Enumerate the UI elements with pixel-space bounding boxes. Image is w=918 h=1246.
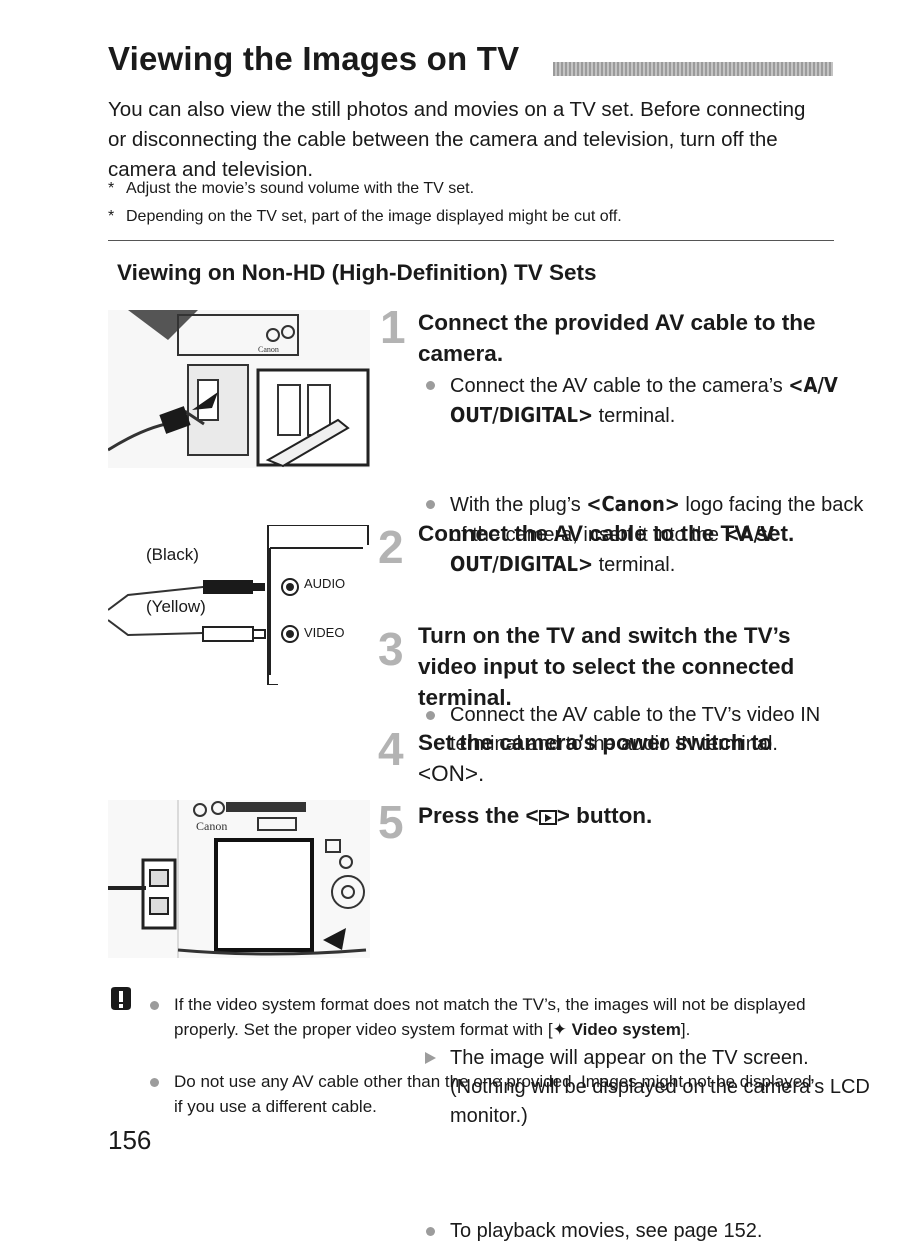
note-text: Depending on the TV set, part of the ima… xyxy=(126,208,622,225)
bullet-text: The image will appear on the TV screen. … xyxy=(450,1047,870,1127)
caution-text: If the video system format does not matc… xyxy=(174,995,806,1039)
page-title: Viewing the Images on TV xyxy=(108,40,520,77)
note-item: * Depending on the TV set, part of the im… xyxy=(108,208,622,226)
step-number: 1 xyxy=(380,301,406,353)
step-number: 2 xyxy=(378,521,404,573)
step-title-line: <ON>. xyxy=(418,761,485,786)
title-decoration-bar xyxy=(553,62,833,76)
av-cable-diagram: (Black) (Yellow) AUDIO VIDEO xyxy=(107,524,370,686)
note-item: * Adjust the movie’s sound volume with th… xyxy=(108,180,474,198)
camera-terminal-illustration: Canon xyxy=(107,310,370,468)
step-title: Connect the provided AV cable to the cam… xyxy=(418,310,816,366)
bullet-text: To playback movies, see page 152. xyxy=(450,1220,763,1242)
caution-text: Do not use any AV cable other than the o… xyxy=(174,1072,812,1116)
bullet-text: terminal. xyxy=(593,405,676,427)
note-marker: * xyxy=(108,208,115,225)
step-title: Press the < > button. xyxy=(418,800,652,831)
camera-brand-mark: Canon xyxy=(196,819,227,833)
step-bullet: Connect the AV cable to the camera’s <A/… xyxy=(418,371,870,431)
step-title: Connect the AV cable to the TV set. xyxy=(418,521,795,546)
step-number: 5 xyxy=(378,796,404,848)
step-title: Turn on the TV and switch the TV’s video… xyxy=(418,623,795,710)
note-marker: * xyxy=(108,180,115,197)
bullet-marker xyxy=(426,1227,435,1236)
step-title-text: > button. xyxy=(556,803,653,828)
arrow-marker-icon xyxy=(425,1052,436,1064)
bullet-text: Connect the AV cable to the camera’s xyxy=(450,375,789,397)
bullet-text: logo facing the back of the camera, inse… xyxy=(450,494,864,546)
divider xyxy=(108,240,834,241)
bullet-marker xyxy=(426,500,435,509)
terminal-name: <A/V OUT/DIGITAL> xyxy=(450,373,838,427)
step-number: 3 xyxy=(378,623,404,675)
step-bullet: The image will appear on the TV screen. … xyxy=(418,1044,870,1131)
bullet-text: terminal. xyxy=(593,554,676,576)
step-title-line: Set the camera’s power switch to xyxy=(418,730,773,755)
camera-back-illustration: Canon xyxy=(108,800,370,958)
caution-item: Do not use any AV cable other than the o… xyxy=(146,1069,814,1119)
yellow-cable-label: (Yellow) xyxy=(146,597,206,616)
menu-item-name: Video system xyxy=(571,1020,681,1039)
bullet-marker xyxy=(150,1001,159,1010)
bullet-text: Connect the AV cable to the TV’s video I… xyxy=(450,704,821,755)
audio-terminal-label: AUDIO xyxy=(304,576,346,591)
terminal-name: <A/V OUT/DIGITAL> xyxy=(450,522,775,576)
video-terminal-label: VIDEO xyxy=(304,625,345,640)
caution-icon xyxy=(108,986,134,1012)
playback-button-icon xyxy=(538,810,557,825)
step-title: Set the camera’s power switch to <ON>. xyxy=(418,727,838,789)
setup-menu-icon: ✦ xyxy=(552,1020,567,1039)
bullet-marker xyxy=(150,1078,159,1087)
section-heading: Viewing on Non-HD (High-Definition) TV S… xyxy=(117,260,597,285)
logo-name: <Canon> xyxy=(586,492,680,516)
bullet-text: With the plug’s xyxy=(450,494,587,516)
step-number: 4 xyxy=(378,723,404,775)
note-text: Adjust the movie’s sound volume with the… xyxy=(126,180,475,197)
page-number: 156 xyxy=(108,1125,152,1155)
step-bullet: With the plug’s <Canon> logo facing the … xyxy=(418,490,870,580)
bullet-marker xyxy=(426,711,435,720)
black-cable-label: (Black) xyxy=(146,545,199,564)
bullet-marker xyxy=(426,381,435,390)
intro-paragraph: You can also view the still photos and m… xyxy=(108,98,806,181)
step-bullet: Connect the AV cable to the TV’s video I… xyxy=(418,701,870,759)
caution-item: If the video system format does not matc… xyxy=(146,992,814,1042)
step-bullet: To playback movies, see page 152. xyxy=(418,1217,870,1246)
step-title-text: Press the < xyxy=(418,803,539,828)
camera-brand-mark: Canon xyxy=(258,345,279,354)
caution-text: ]. xyxy=(680,1020,691,1039)
